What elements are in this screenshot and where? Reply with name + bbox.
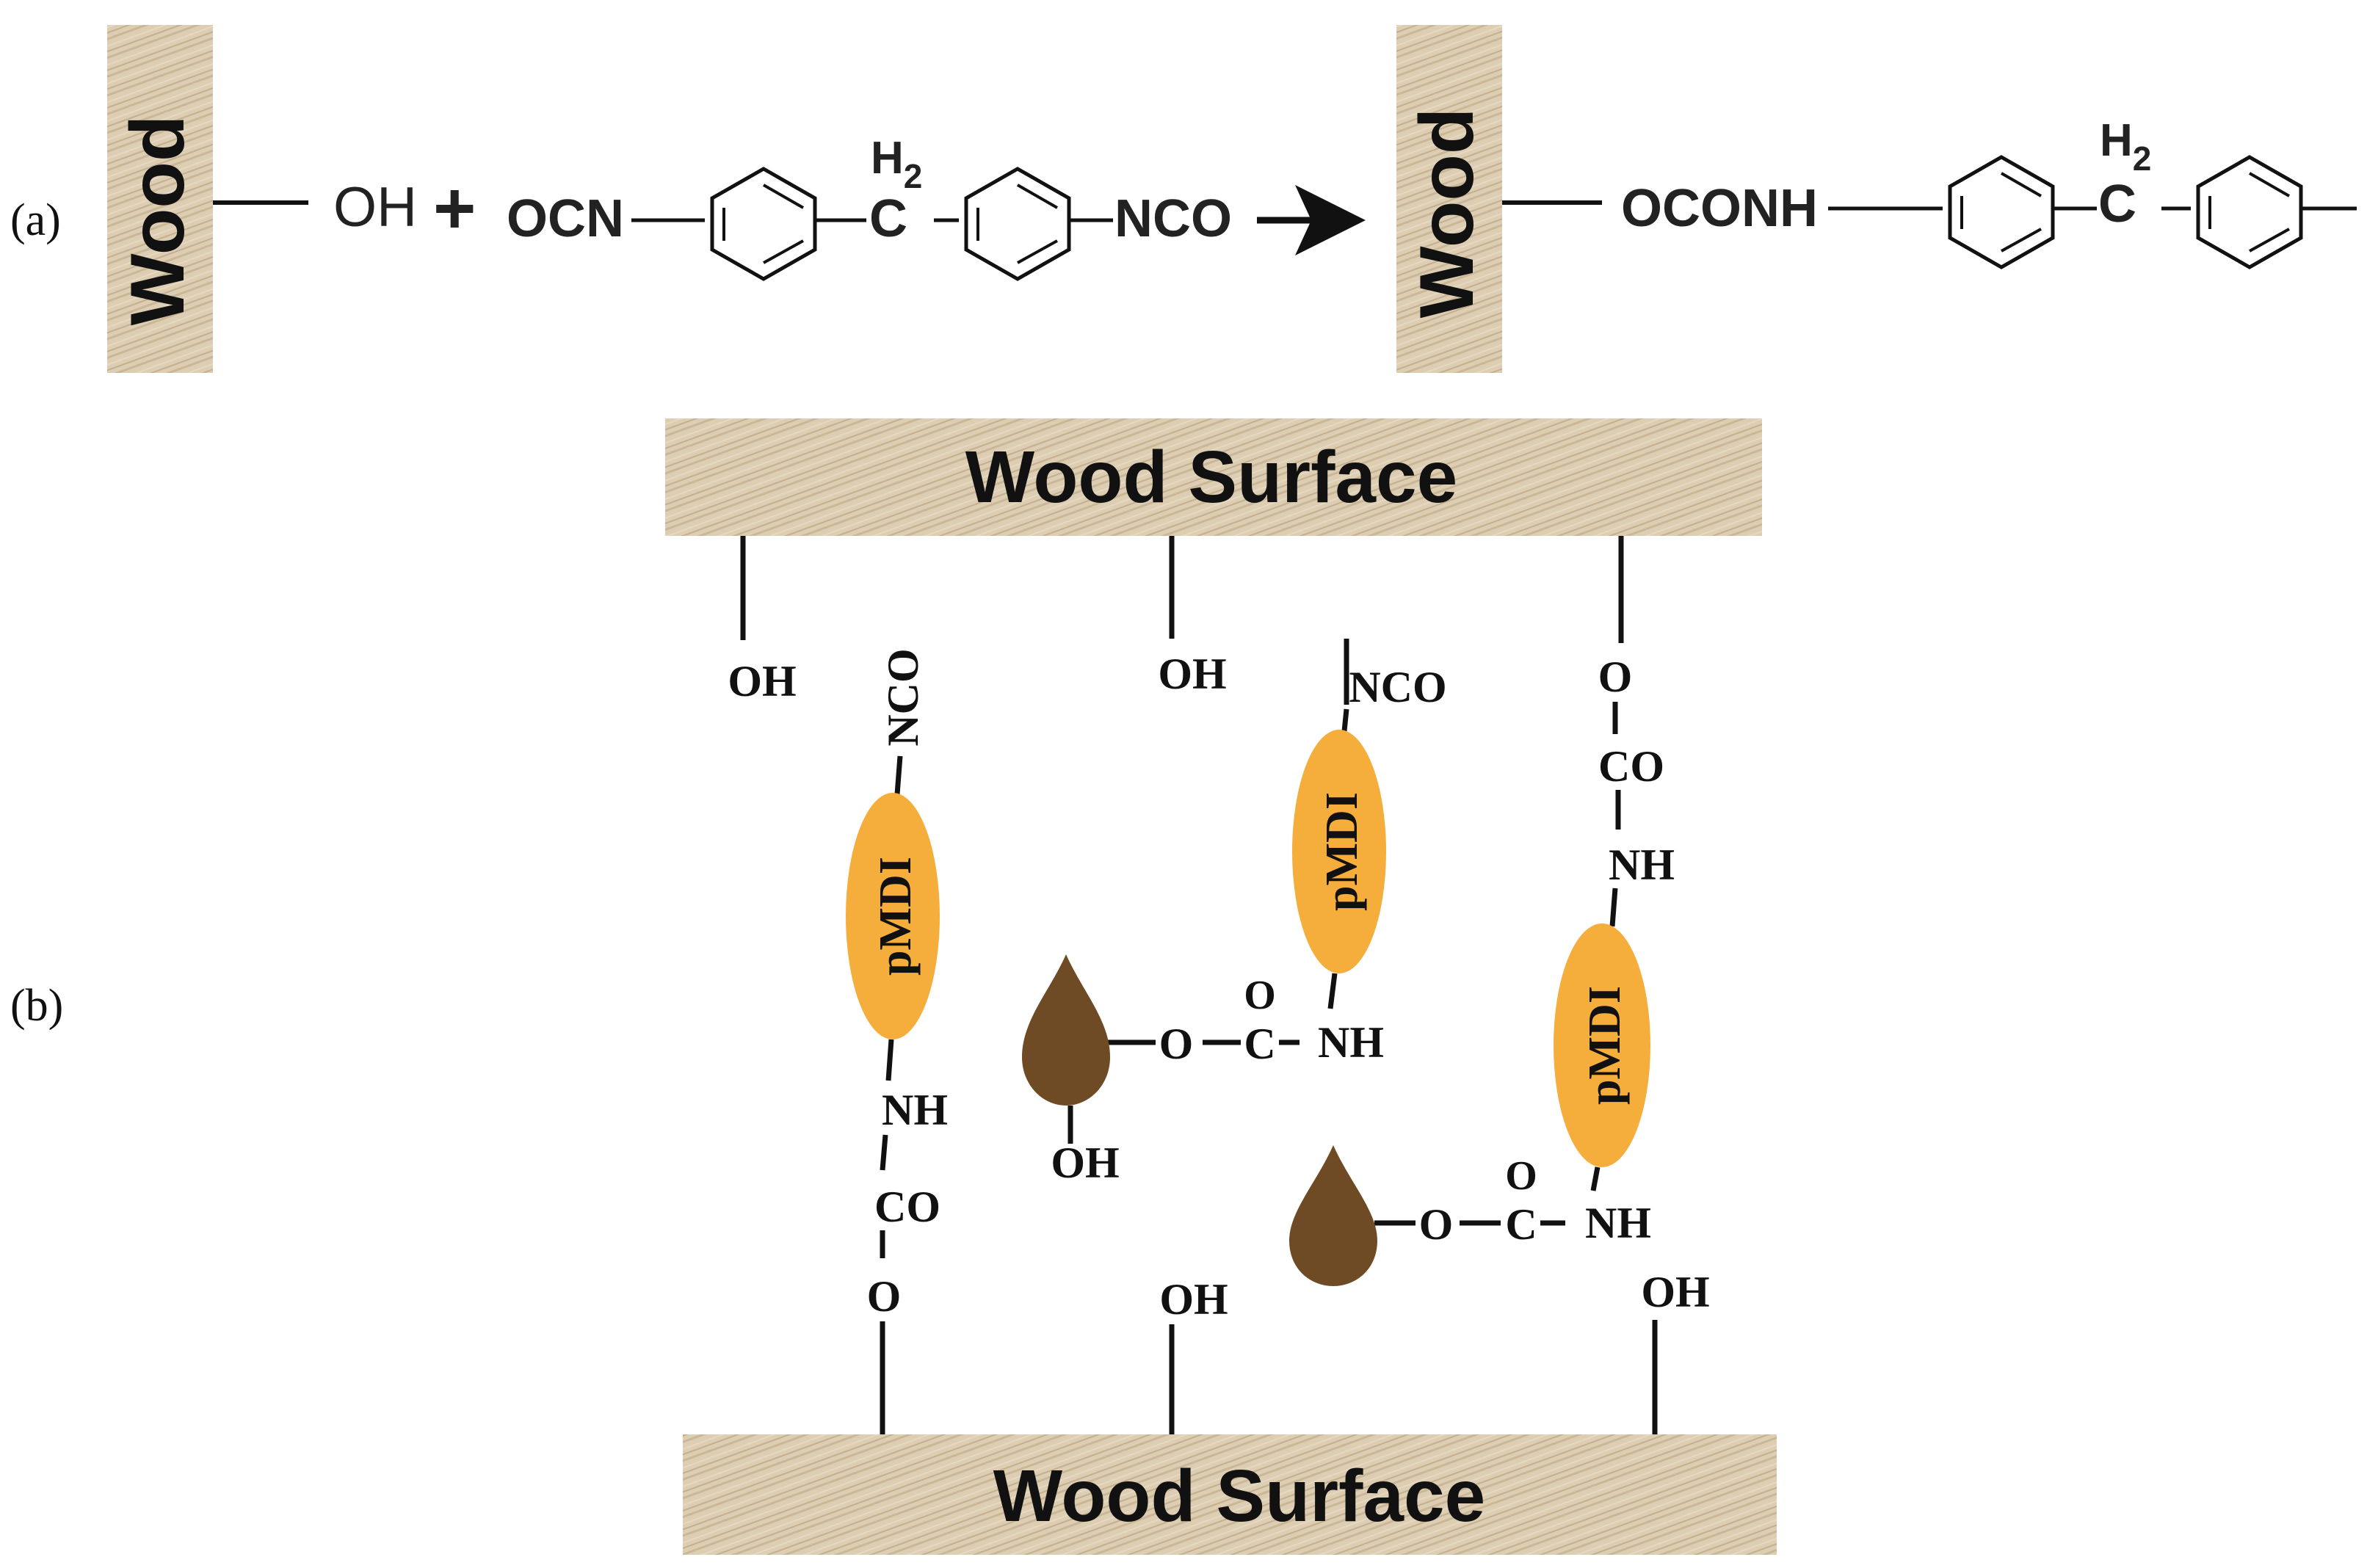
benzene-ring-4 [2196, 155, 2303, 269]
oconh-group: OCONH [1621, 179, 1818, 238]
panel-a: (a) Wood OH + OCN H2 C NCO [10, 25, 2357, 373]
droplet-2 [1289, 1145, 1377, 1286]
bond-left-nco-pmdi [894, 755, 903, 795]
benzene-ring-1 [710, 167, 817, 281]
mid-nh: NH [1318, 1018, 1384, 1067]
oh-bottom-right: OH [1641, 1268, 1709, 1316]
bond-left-nh-co [880, 1134, 888, 1171]
wood-surface-top-label: Wood Surface [965, 436, 1457, 518]
pmdi-mid [1292, 730, 1386, 973]
bond-right-nh-pmdi [1609, 888, 1618, 927]
nco-group: NCO [1114, 189, 1232, 248]
h2-label: H2 [871, 133, 922, 195]
benzene-ring-3 [1948, 155, 2055, 269]
pmdi-left [846, 793, 940, 1039]
pmdi-left-label: pMDI [871, 857, 921, 976]
reaction-arrow [1257, 185, 1366, 255]
product-h2-label: H2 [2100, 115, 2151, 178]
oh-reactant: OH [333, 176, 417, 239]
panel-a-label: (a) [10, 195, 61, 245]
wood-surface-top [665, 418, 1762, 536]
wood-label-product: Wood [1404, 108, 1490, 319]
mid-nco: NCO [1349, 663, 1446, 711]
wood-surface-bottom [683, 1434, 1777, 1555]
benzene-ring-2 [964, 167, 1071, 281]
oh-top-mid: OH [1158, 650, 1226, 698]
right-c: C [1505, 1200, 1537, 1249]
right-nh2: NH [1585, 1199, 1651, 1247]
drop1-oh: OH [1051, 1139, 1119, 1187]
drop2-o: O [1419, 1200, 1454, 1249]
pmdi-right-label: pMDI [1580, 986, 1630, 1105]
oh-top-left: OH [728, 657, 796, 705]
pmdi-right [1554, 923, 1650, 1167]
wood-label-reactant: Wood [115, 115, 200, 326]
left-o: O [867, 1272, 902, 1321]
wood-block-reactant [107, 25, 213, 373]
right-carbonyl-o: O [1505, 1153, 1537, 1199]
droplet-1 [1022, 954, 1110, 1106]
left-co: CO [874, 1183, 940, 1231]
left-nh: NH [882, 1086, 948, 1134]
bond-mid-pmdi-nh [1327, 973, 1338, 1009]
product-methylene-c: C [2098, 175, 2136, 233]
oh-bottom-mid: OH [1159, 1275, 1228, 1324]
plus-sign: + [433, 167, 476, 250]
panel-b-label: (b) [10, 981, 63, 1031]
right-o: O [1598, 653, 1633, 701]
wood-surface-bottom-label: Wood Surface [993, 1455, 1485, 1537]
mid-carbonyl-o: O [1244, 973, 1276, 1018]
drop1-o: O [1159, 1020, 1194, 1068]
mid-c: C [1244, 1020, 1275, 1068]
pmdi-mid-label: pMDI [1317, 792, 1367, 911]
right-co: CO [1598, 742, 1664, 791]
right-nh: NH [1609, 841, 1675, 889]
methylene-c: C [869, 189, 907, 248]
ocn-group: OCN [507, 189, 624, 248]
bond-right-pmdi-nh2 [1590, 1166, 1601, 1191]
panel-b: (b) Wood Surface Wood Surface OH OH NCO … [10, 418, 1777, 1555]
left-nco: NCO [879, 648, 927, 746]
bond-left-pmdi-nh [885, 1039, 894, 1081]
wood-block-product [1396, 25, 1502, 373]
